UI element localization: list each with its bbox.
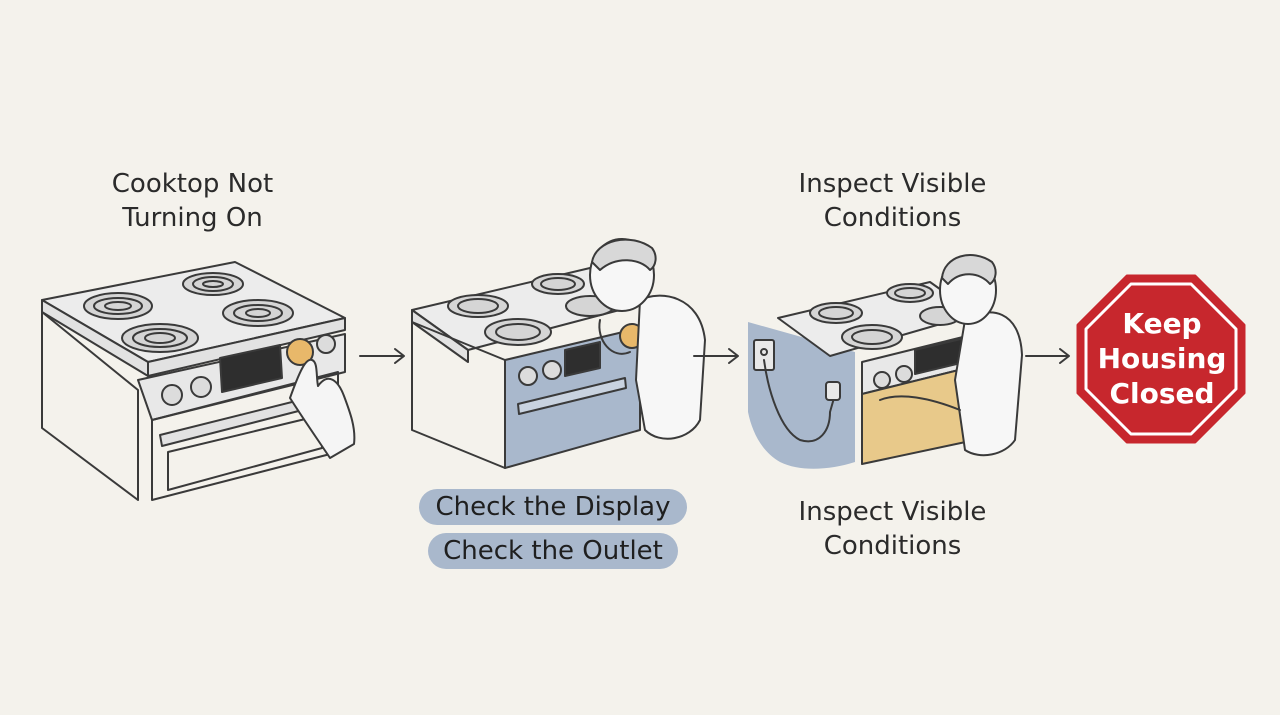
person [879,254,1023,457]
burner [222,299,294,327]
burner [83,292,153,320]
burner [484,318,552,346]
burner [809,302,863,324]
check-display-label: Check the Display [419,489,687,525]
control-knob [190,376,212,398]
control-knob [542,360,562,380]
check-outlet-label: Check the Outlet [428,533,678,569]
burner [121,323,199,353]
control-knob [316,334,336,354]
hand [289,358,356,459]
power-button-highlight [286,338,314,366]
step-3-label-bottom: Inspect Visible Conditions [798,497,987,561]
power-cord [763,359,835,443]
arrow-2 [693,348,739,364]
arrow-3 [1025,348,1070,364]
person [589,238,706,440]
stove-2 [411,238,706,469]
stove-3 [748,254,1023,469]
plug-icon [825,381,841,401]
control-knob [895,365,913,383]
step-3-label-top: Inspect Visible Conditions [798,169,987,233]
burner [182,272,244,296]
arrow-1 [359,348,405,364]
burner [447,294,509,318]
burner [841,324,903,350]
burner [531,273,585,295]
display-panel [564,341,601,377]
control-knob [873,371,891,389]
display-panel [219,344,283,393]
control-knob [518,366,538,386]
step-1-label: Cooktop Not Turning On [111,169,274,233]
stop-sign [1076,274,1246,444]
control-knob [161,384,183,406]
stop-sign-text: Keep Housing Closed [1097,307,1227,410]
burner [886,283,934,303]
stove-1 [41,261,356,501]
